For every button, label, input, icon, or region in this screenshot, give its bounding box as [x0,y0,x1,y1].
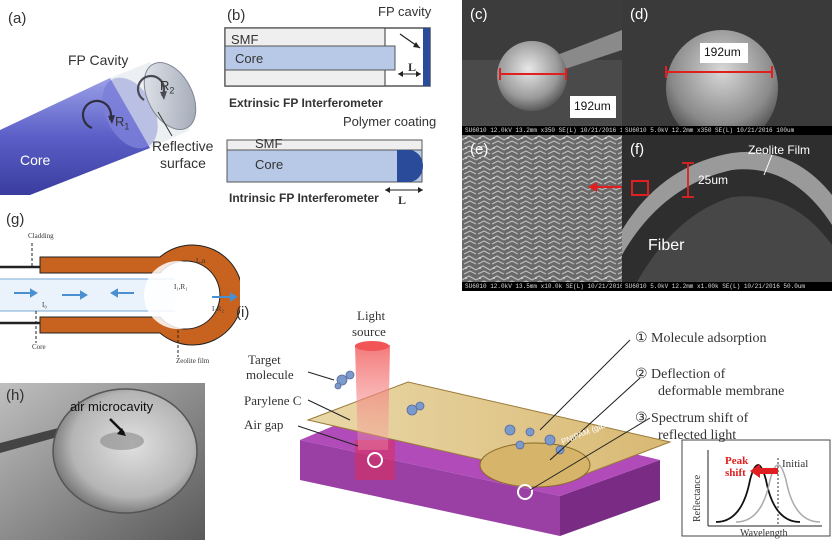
reflective-label: Reflective [152,138,214,154]
i1r1-label: I₁,R₁ [174,283,188,291]
initial-spectrum [735,464,821,523]
length-label-2: L [398,193,407,207]
panel-f-tag: (f) [630,141,645,158]
polymer-coating [397,150,423,182]
shift-label: shift [725,467,746,479]
panel-g-tag: (g) [6,211,25,228]
zeolite-film-g-label: Zeolite film [176,357,210,365]
panel-e-tag: (e) [470,141,489,158]
deflected-membrane [479,442,591,488]
step-1-label: ① Molecule adsorption [635,331,767,346]
diameter-d-label: 192um [704,45,741,59]
sem-c-footer: SU6010 12.0kV 13.2mm x350 SE(L) 10/21/20… [462,126,622,135]
reflectance-axis-label: Reflectance [692,474,703,522]
parylene-label: Parylene C [244,393,302,408]
light-propagation-arrows [14,288,238,302]
panel-h: (h) air microcavity [0,383,205,540]
reflectance-inset [681,439,831,537]
panel-a: (a) FP Cavity R1 R2 Reflective surface C… [0,0,215,195]
r2-label: R2 [160,78,175,96]
panel-e: (e) SU6010 12.0kV 13.5mm x10.0k SE(L) 10… [462,135,622,291]
fiber-body [632,196,832,291]
extrinsic-core [224,45,396,71]
source-label: source [352,324,386,339]
zoom-box [631,180,649,196]
zeolite-film-layer [622,151,832,255]
core-label-2: Core [255,157,284,172]
reflective-end-cap [143,62,197,130]
panel-b-tag: (b) [227,7,246,24]
core-label: Core [20,152,51,168]
smf-label-1: SMF [231,32,259,47]
extrinsic-caption: Extrinsic FP Interferometer [229,96,383,110]
zeolite-film-coating [39,244,240,346]
zeolite-film-label: Zeolite Film [748,143,811,157]
fiber-label: Fiber [648,237,685,254]
surface-label: surface [160,155,206,171]
core-label-1: Core [235,51,264,66]
air-microcavity-label: air microcavity [70,399,154,414]
i2r2-label: I₂R₂ [212,305,224,313]
zeolite-ball [497,41,567,111]
smf-label-2: SMF [255,136,283,151]
peak-shift-arrow [750,464,778,478]
zeolite-fiber-schematic [0,243,240,357]
fp-interferometer-schematic [224,27,431,193]
peak-label: Peak [725,455,749,467]
light-label: Light [357,308,386,323]
r2-arrow [136,75,166,101]
length-label-1: L [408,60,417,74]
polymer-coating-label: Polymer coating [343,114,437,129]
intrinsic-smf [226,139,423,151]
light-beam [355,345,390,450]
air-microcavity-shape [100,432,144,450]
intrinsic-core [226,149,423,183]
air-gap-label: Air gap [244,417,284,432]
step-3-label-a: ③ Spectrum shift of [635,411,749,426]
polymer-droplet [52,388,198,514]
panel-c: (c) 192um SU6010 12.0kV 13.2mm x350 SE(L… [462,0,622,135]
panel-h-tag: (h) [6,387,25,404]
cladding-label: Cladding [28,232,54,240]
r1-label: R1 [115,114,130,132]
panel-a-tag: (a) [8,10,27,27]
core-g-label: Core [32,343,46,351]
panel-d-tag: (d) [630,6,649,23]
membrane-sensor-illustration [297,339,831,537]
fiber-stem [0,425,72,453]
r1-arrow [81,99,113,130]
sem-d-footer: SU6010 5.0kV 12.2mm x350 SE(L) 10/21/201… [622,126,832,135]
zeolite-ball-d [666,30,778,135]
fp-cavity-label: FP Cavity [68,52,129,68]
i0-label: I₀ [42,301,47,309]
step-2-label-b: deformable membrane [658,384,785,399]
wavelength-axis-label: Wavelength [740,528,788,539]
panel-f: (f) Zeolite Film 25um Fiber SU6010 5.0kV… [622,135,832,291]
panel-d: (d) 192um SU6010 5.0kV 12.2mm x350 SE(L)… [622,0,832,135]
panel-b: (b) FP cavity SMF Core L Extrinsic FP In… [215,0,460,210]
fiber-cavity-illustration [0,62,197,195]
target-molecules [334,370,565,455]
intrinsic-caption: Intrinsic FP Interferometer [229,191,379,205]
panel-i: (i) Light source Target molecule Parylen… [230,300,832,540]
fp-cavity-b-label: FP cavity [378,4,432,19]
target-label: Target [248,352,281,367]
air-gap-marker-2 [517,484,533,500]
sem-e-footer: SU6010 12.0kV 13.5mm x10.0k SE(L) 10/21/… [462,282,622,291]
thickness-label: 25um [698,173,729,187]
ln-label: L,n [196,257,206,265]
diameter-c-label: 192um [574,99,611,113]
initial-label: Initial [782,458,809,470]
zeolite-surface-texture [462,135,622,291]
panel-c-tag: (c) [470,6,488,23]
surface-pointer [157,111,173,137]
step-2-label-a: ② Deflection of [635,367,726,382]
extrinsic-mirror [423,28,430,86]
step-3-label-b: reflected light [658,428,737,443]
zoom-arrow [588,182,597,192]
panel-g: (g) Cladding Core Zeolite film I₀ I₁,R₁ … [0,205,240,375]
sem-f-footer: SU6010 5.0kV 12.2mm x1.00k SE(L) 10/21/2… [622,282,832,291]
molecule-label: molecule [246,367,294,382]
panel-i-tag: (i) [236,304,250,321]
